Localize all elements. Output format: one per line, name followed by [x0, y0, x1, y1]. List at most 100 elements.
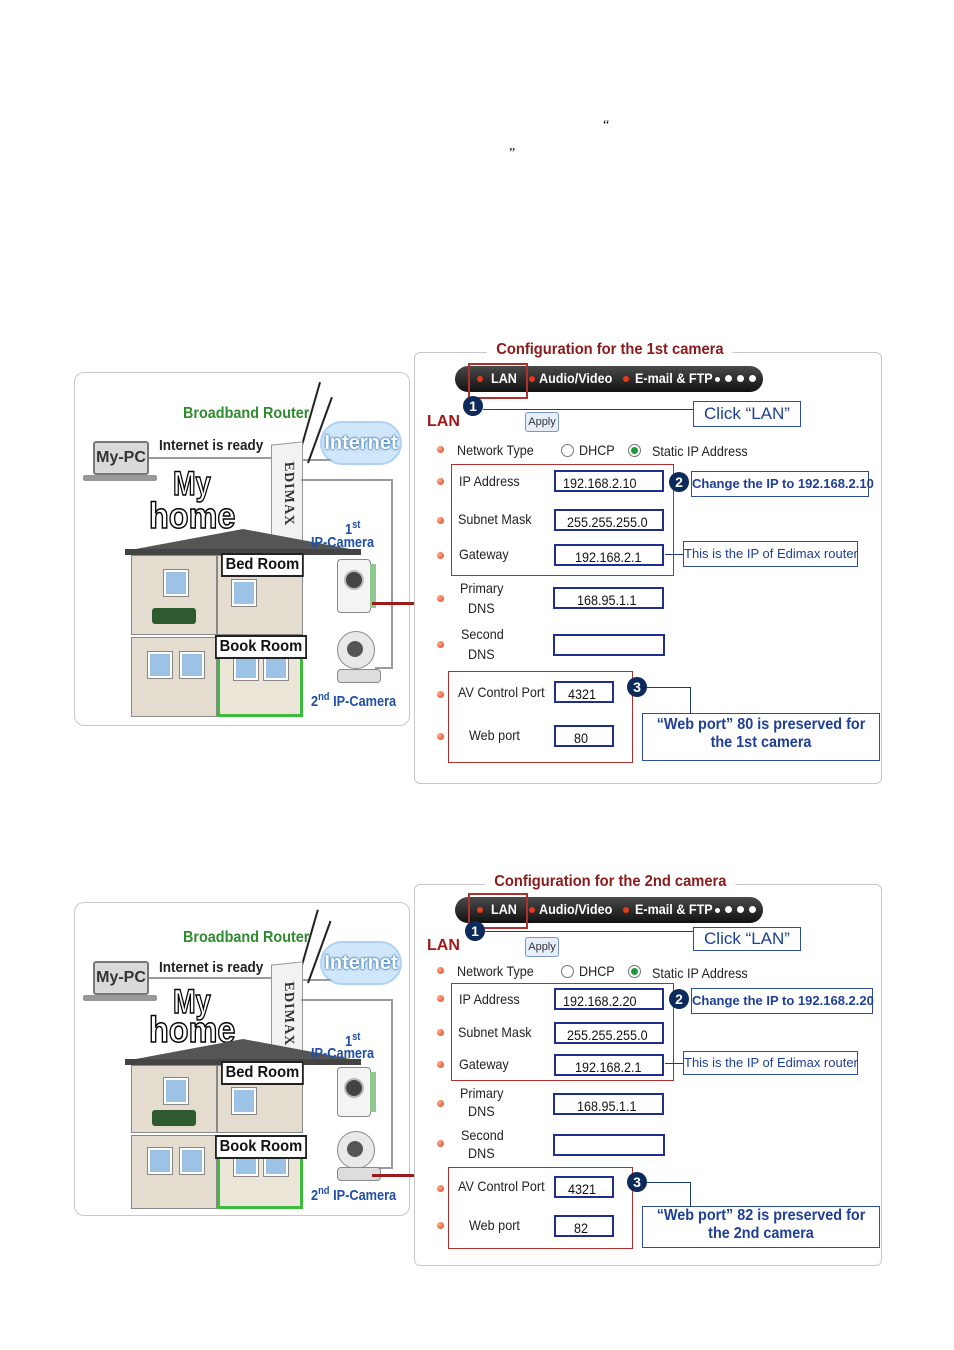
dhcp-label: DHCP [579, 963, 615, 979]
step-3-badge: 3 [627, 677, 647, 697]
ip-camera-1-icon [337, 1067, 376, 1117]
web-port-input[interactable]: 80 [554, 725, 614, 747]
subnet-mask-input[interactable]: 255.255.255.0 [554, 509, 664, 531]
more-dot [725, 375, 732, 382]
gateway-input[interactable]: 192.168.2.1 [554, 544, 664, 566]
port-settings-highlight [448, 671, 633, 763]
av-control-port-input[interactable]: 4321 [554, 1176, 614, 1198]
arrow-to-config-2 [372, 1174, 424, 1177]
bullet [437, 733, 444, 740]
static-ip-radio[interactable] [628, 444, 641, 457]
broadband-router-label: Broadband Router [183, 929, 310, 946]
house-roof [125, 1039, 361, 1061]
callout-connector [483, 409, 693, 410]
bullet [437, 691, 444, 698]
web-port-note-line-2: the 2nd camera [708, 1225, 814, 1242]
bed-room-label: Bed Room [221, 553, 304, 577]
house-roof-edge [125, 549, 361, 555]
web-port-input[interactable]: 82 [554, 1215, 614, 1237]
internet-cloud-icon: Internet [320, 421, 402, 465]
apply-button[interactable]: Apply [525, 412, 559, 432]
config-panel-1: Configuration for the 1st camera LAN Aud… [414, 341, 882, 784]
tab-lan[interactable]: LAN [491, 901, 517, 917]
static-ip-label: Static IP Address [652, 443, 748, 459]
tab-audio-video[interactable]: Audio/Video [539, 901, 613, 917]
primary-dns-input[interactable]: 168.95.1.1 [553, 587, 664, 609]
network-illustration-1: Broadband Router My-PC Internet is ready… [74, 372, 410, 726]
more-dot [737, 906, 744, 913]
apply-button[interactable]: Apply [525, 937, 559, 957]
tab-email-ftp[interactable]: E-mail & FTP [635, 370, 713, 386]
ip-address-input[interactable]: 192.168.2.20 [554, 988, 664, 1010]
bedroom-left [131, 555, 217, 635]
ip-address-input[interactable]: 192.168.2.10 [554, 470, 664, 492]
subnet-mask-label: Subnet Mask [458, 511, 532, 527]
router-cam-line [301, 479, 393, 481]
second-dns-label-2: DNS [468, 1145, 495, 1161]
callout-connector [690, 1182, 691, 1206]
second-dns-label-2: DNS [468, 646, 495, 662]
laptop-base [83, 995, 157, 1001]
primary-dns-label-1: Primary [460, 580, 504, 596]
arrow-to-config-1 [372, 602, 424, 605]
tab-lan[interactable]: LAN [491, 370, 517, 386]
router-cam-line [375, 667, 393, 669]
more-dot [725, 906, 732, 913]
cam1-ordinal: 1st [345, 519, 361, 538]
tab-audio-video[interactable]: Audio/Video [539, 370, 613, 386]
close-quote-mark: ” [509, 146, 516, 161]
laptop-base [83, 475, 157, 481]
web-port-note-callout: “Web port” 80 is preserved for the 1st c… [642, 713, 880, 761]
gateway-input[interactable]: 192.168.2.1 [554, 1054, 664, 1076]
callout-connector [647, 1182, 690, 1183]
cam1-label: IP-Camera [311, 534, 375, 551]
bullet [437, 967, 444, 974]
router-cam-line [391, 479, 393, 669]
primary-dns-input[interactable]: 168.95.1.1 [553, 1093, 664, 1115]
window [231, 579, 257, 607]
bullet [437, 517, 444, 524]
second-dns-input[interactable] [553, 634, 665, 656]
second-dns-input[interactable] [553, 1134, 665, 1156]
more-dot [749, 906, 756, 913]
window [179, 1147, 205, 1175]
tab-dot [529, 376, 535, 382]
dhcp-radio[interactable] [561, 444, 574, 457]
internet-cloud-icon: Internet [320, 941, 402, 985]
dhcp-label: DHCP [579, 442, 615, 458]
bullet [437, 641, 444, 648]
step-1-badge: 1 [465, 921, 485, 941]
click-lan-callout: Click “LAN” [693, 927, 801, 951]
tab-email-ftp[interactable]: E-mail & FTP [635, 901, 713, 917]
static-ip-radio[interactable] [628, 965, 641, 978]
cam2-label: 2nd IP-Camera [311, 1185, 397, 1204]
tab-dot [477, 907, 483, 913]
house-roof [125, 529, 361, 551]
bookroom-left [131, 1135, 217, 1209]
bullet [437, 1100, 444, 1107]
dhcp-radio[interactable] [561, 965, 574, 978]
panel-title: Configuration for the 1st camera [487, 341, 733, 359]
subnet-mask-label: Subnet Mask [458, 1024, 532, 1040]
router-cam-line [375, 1167, 393, 1169]
bedroom-left [131, 1065, 217, 1133]
subnet-mask-input[interactable]: 255.255.255.0 [554, 1022, 664, 1044]
bed-room-label: Bed Room [221, 1061, 304, 1085]
primary-dns-label-1: Primary [460, 1085, 504, 1101]
av-control-port-input[interactable]: 4321 [554, 681, 614, 703]
change-ip-callout: Change the IP to 192.168.2.20 [691, 988, 874, 1014]
bullet [437, 1185, 444, 1192]
step-2-badge: 2 [669, 472, 689, 492]
click-lan-callout: Click “LAN” [693, 401, 801, 427]
router-internet-line [301, 459, 331, 461]
tab-dot [623, 376, 629, 382]
panel-title: Configuration for the 2nd camera [485, 873, 736, 891]
window [147, 1147, 173, 1175]
tab-bar: LAN Audio/Video E-mail & FTP [455, 366, 763, 392]
bullet [437, 995, 444, 1002]
ip-address-label: IP Address [459, 473, 520, 489]
web-port-label: Web port [469, 1217, 520, 1233]
cam1-ordinal: 1st [345, 1031, 361, 1050]
bullet [437, 478, 444, 485]
primary-dns-label-2: DNS [468, 1103, 495, 1119]
